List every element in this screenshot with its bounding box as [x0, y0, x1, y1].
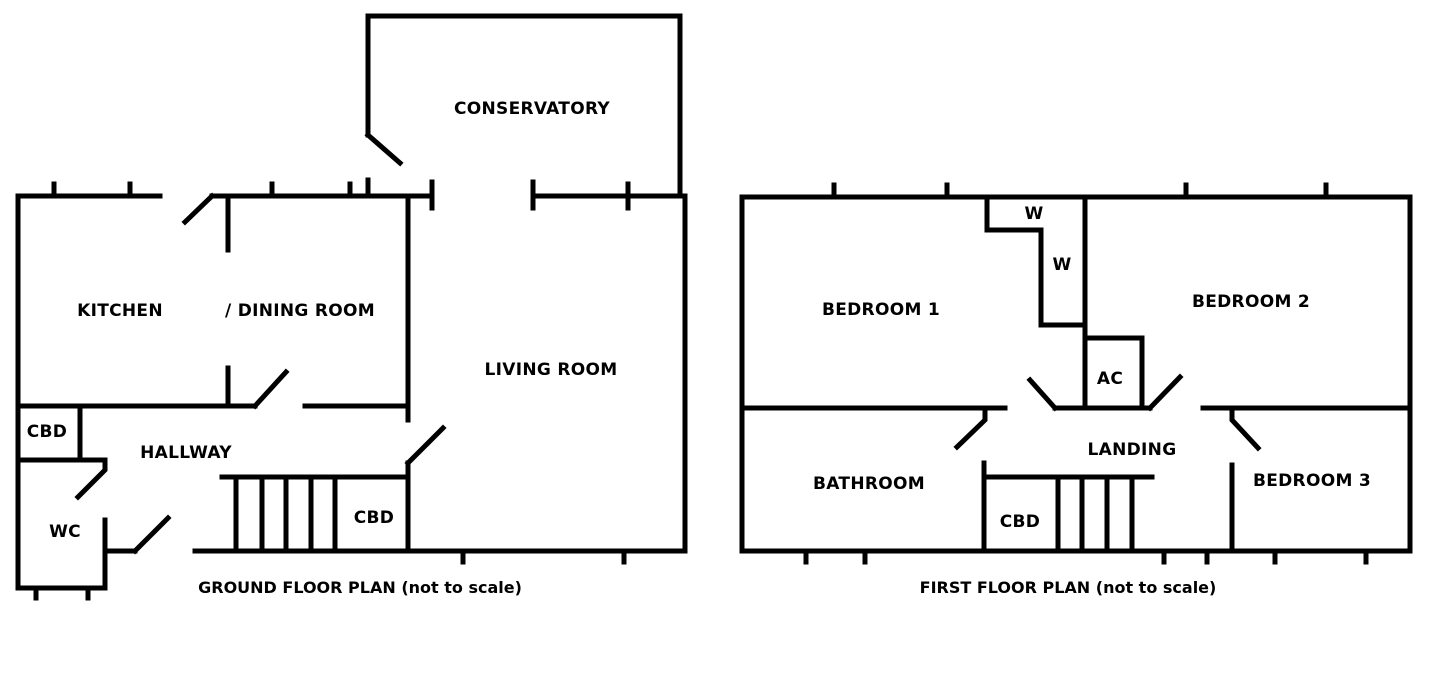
room-label-wardrobe-2: W — [1052, 255, 1071, 275]
room-label-living-room: LIVING ROOM — [485, 360, 618, 380]
room-label-dining-room: / DINING ROOM — [225, 301, 375, 321]
ground-floor-labels: CONSERVATORY KITCHEN / DINING ROOM LIVIN… — [27, 99, 618, 597]
ground-floor-walls — [15, 13, 688, 601]
room-label-landing: LANDING — [1088, 440, 1177, 460]
room-label-cbd: CBD — [1000, 512, 1040, 532]
room-label-cbd-hall: CBD — [27, 422, 67, 442]
room-label-bedroom-3: BEDROOM 3 — [1253, 471, 1371, 491]
first-floor-caption: FIRST FLOOR PLAN (not to scale) — [920, 578, 1217, 597]
room-label-cbd-stairs: CBD — [354, 508, 394, 528]
first-floor-walls — [739, 182, 1413, 565]
room-label-bedroom-1: BEDROOM 1 — [822, 300, 940, 320]
room-label-bathroom: BATHROOM — [813, 474, 925, 494]
room-label-kitchen: KITCHEN — [77, 301, 163, 321]
room-label-ac: AC — [1097, 369, 1123, 389]
ground-floor-caption: GROUND FLOOR PLAN (not to scale) — [198, 578, 522, 597]
room-label-wc: WC — [49, 522, 81, 542]
room-label-conservatory: CONSERVATORY — [454, 99, 610, 119]
room-label-hallway: HALLWAY — [140, 443, 232, 463]
room-label-bedroom-2: BEDROOM 2 — [1192, 292, 1310, 312]
room-label-wardrobe-1: W — [1024, 204, 1043, 224]
first-floor-labels: BEDROOM 1 BEDROOM 2 BEDROOM 3 W W AC LAN… — [813, 204, 1371, 597]
